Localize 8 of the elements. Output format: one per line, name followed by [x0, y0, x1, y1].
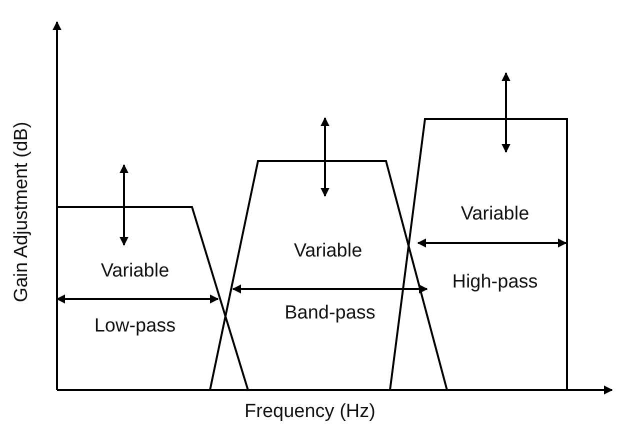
- filter-type-label: Low-pass: [94, 316, 176, 338]
- filter-type-label: Band-pass: [284, 304, 376, 324]
- filter-type-label: High-pass: [452, 272, 538, 294]
- y-axis-label: Gain Adjustment (dB): [11, 122, 33, 302]
- x-axis-label: Frequency (Hz): [244, 401, 376, 423]
- range-label: Variable: [460, 204, 530, 226]
- range-label: Variable: [294, 242, 362, 262]
- range-label: Variable: [100, 262, 170, 282]
